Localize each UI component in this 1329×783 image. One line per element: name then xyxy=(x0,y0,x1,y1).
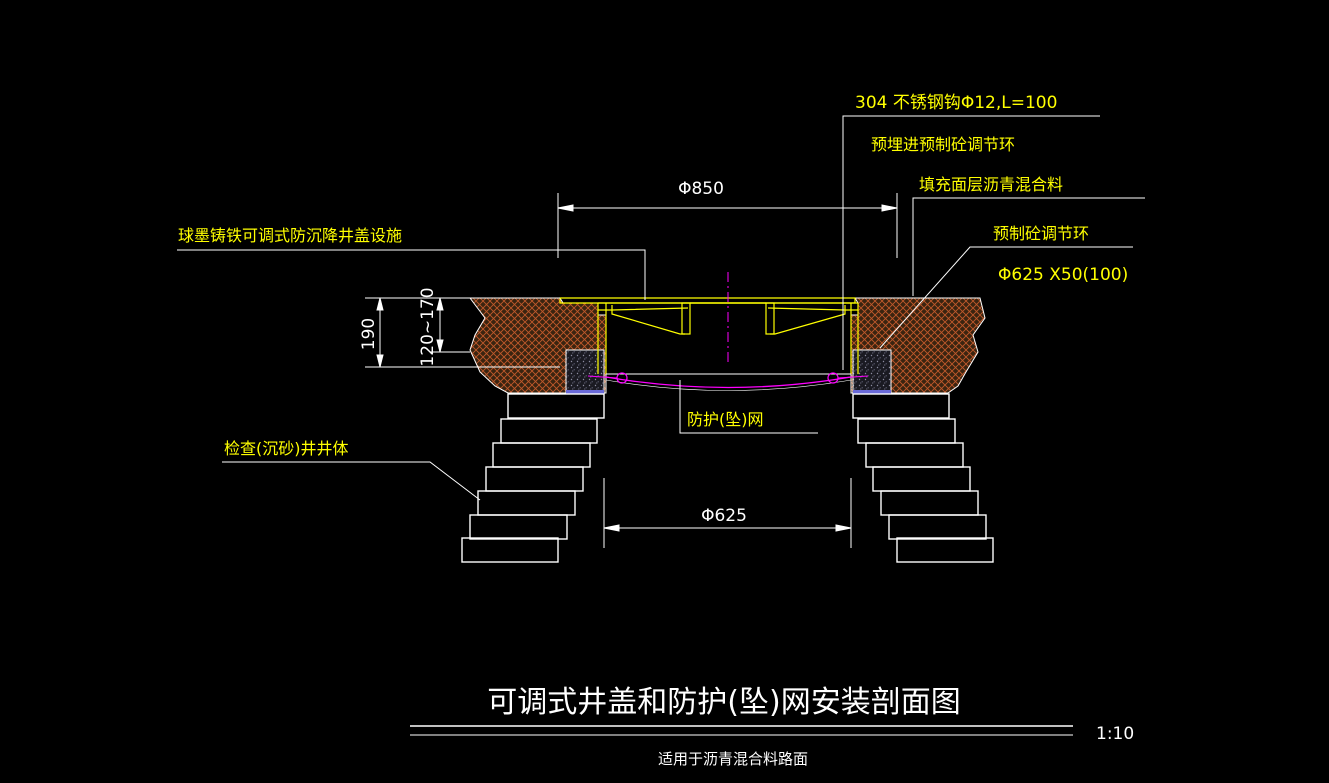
label-ring-size: Φ625 X50(100) xyxy=(998,265,1128,285)
dim-adjust-range: 120~170 xyxy=(418,287,438,366)
label-cover-device: 球墨铸铁可调式防沉降井盖设施 xyxy=(178,226,402,245)
dim-top-width: Φ850 xyxy=(678,179,724,199)
dim-total-depth: 190 xyxy=(359,318,379,350)
manhole-cover xyxy=(559,297,859,374)
label-precast-ring: 预制砼调节环 xyxy=(993,224,1089,243)
drawing-scale: 1:10 xyxy=(1096,724,1134,744)
dimension-bottom xyxy=(603,478,852,548)
protection-net xyxy=(587,372,869,391)
leader-lines xyxy=(177,115,1145,501)
label-well-body: 检查(沉砂)井井体 xyxy=(224,439,349,458)
label-protection-net: 防护(坠)网 xyxy=(687,410,764,429)
label-fill-asphalt: 填充面层沥青混合料 xyxy=(919,175,1063,194)
dim-bottom-width: Φ625 xyxy=(701,506,747,526)
drawing-subtitle: 适用于沥青混合料路面 xyxy=(658,750,808,768)
well-body-right xyxy=(852,393,994,563)
precast-ring-right xyxy=(852,349,892,395)
label-hook: 304 不锈钢钩Φ12,L=100 xyxy=(855,93,1057,113)
well-body-left xyxy=(461,393,605,563)
label-embedded-ring: 预埋进预制砼调节环 xyxy=(871,135,1015,154)
dimension-top xyxy=(557,193,898,258)
drawing-title: 可调式井盖和防护(坠)网安装剖面图 xyxy=(487,685,960,720)
dimension-vertical xyxy=(365,297,560,368)
